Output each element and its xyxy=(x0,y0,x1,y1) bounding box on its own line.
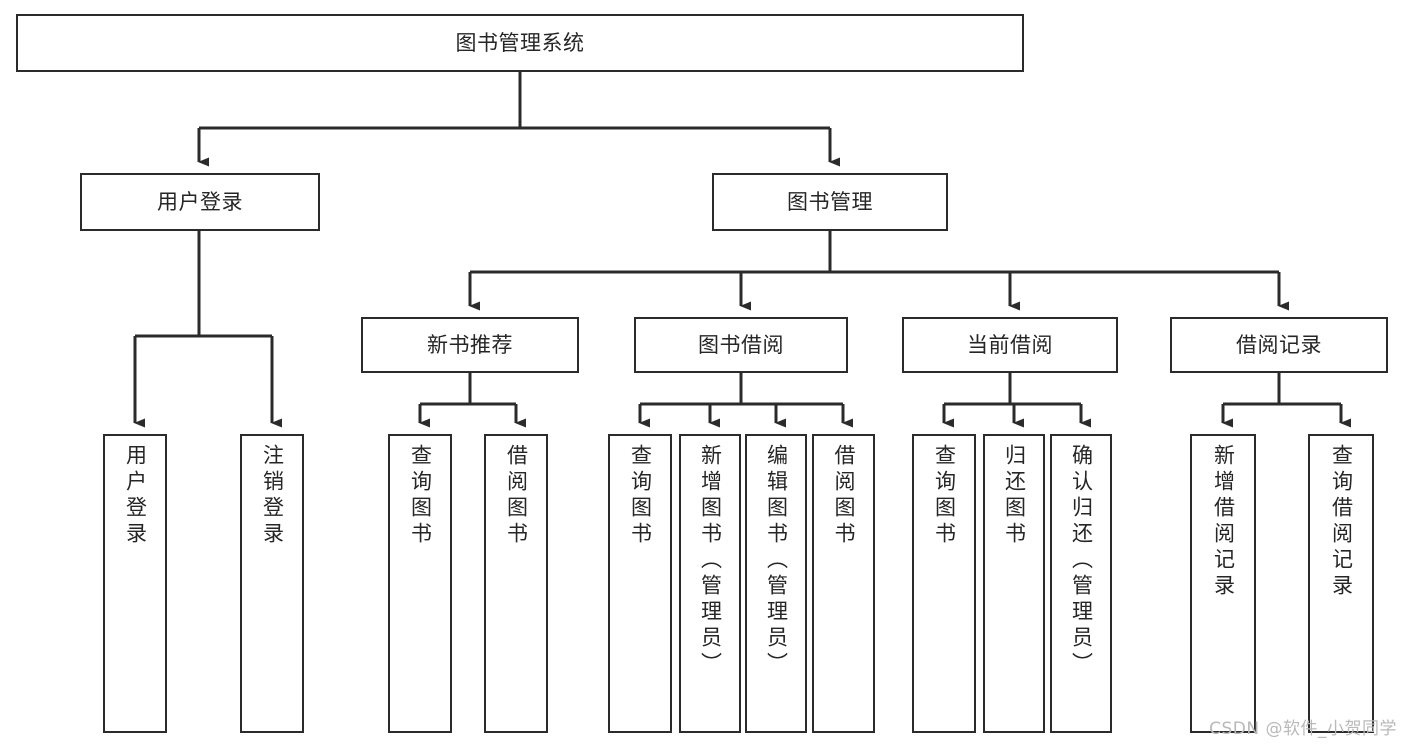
node-leaf-current-query-book[interactable]: 查询图书 xyxy=(912,434,976,733)
node-root-label: 图书管理系统 xyxy=(455,30,585,55)
node-leaf-borrow-query-book[interactable]: 查询图书 xyxy=(608,434,672,733)
node-current-borrow-label: 当前借阅 xyxy=(967,332,1053,357)
node-leaf-user-logout-label: 注销登录 xyxy=(260,444,285,548)
node-leaf-record-add-record-label: 新增借阅记录 xyxy=(1211,444,1236,600)
node-user-login-label: 用户登录 xyxy=(157,189,243,214)
node-leaf-record-add-record[interactable]: 新增借阅记录 xyxy=(1190,434,1256,733)
node-leaf-current-return-book-label: 归还图书 xyxy=(1002,444,1027,548)
node-borrow-record[interactable]: 借阅记录 xyxy=(1170,317,1388,373)
node-leaf-current-query-book-label: 查询图书 xyxy=(932,444,957,548)
node-leaf-user-login[interactable]: 用户登录 xyxy=(103,434,167,733)
node-leaf-record-query-record-label: 查询借阅记录 xyxy=(1329,444,1354,600)
node-user-login[interactable]: 用户登录 xyxy=(80,173,320,231)
node-leaf-user-logout[interactable]: 注销登录 xyxy=(240,434,304,733)
node-leaf-current-return-book[interactable]: 归还图书 xyxy=(983,434,1045,733)
node-book-manage-label: 图书管理 xyxy=(787,189,873,214)
node-book-borrow-label: 图书借阅 xyxy=(698,332,784,357)
node-leaf-current-confirm-return[interactable]: 确认归还（管理员） xyxy=(1050,434,1112,733)
node-book-manage[interactable]: 图书管理 xyxy=(712,173,948,231)
node-leaf-borrow-add-book-label: 新增图书（管理员） xyxy=(698,444,723,678)
node-borrow-record-label: 借阅记录 xyxy=(1236,332,1322,357)
node-root[interactable]: 图书管理系统 xyxy=(16,14,1024,72)
node-leaf-recommend-borrow-book[interactable]: 借阅图书 xyxy=(484,434,548,733)
node-leaf-borrow-borrow-book[interactable]: 借阅图书 xyxy=(812,434,875,733)
node-book-borrow[interactable]: 图书借阅 xyxy=(634,317,848,373)
node-leaf-borrow-edit-book[interactable]: 编辑图书（管理员） xyxy=(745,434,807,733)
node-leaf-recommend-borrow-book-label: 借阅图书 xyxy=(504,444,529,548)
node-leaf-current-confirm-return-label: 确认归还（管理员） xyxy=(1069,444,1094,678)
node-leaf-user-login-label: 用户登录 xyxy=(123,444,148,548)
node-current-borrow[interactable]: 当前借阅 xyxy=(902,317,1118,373)
node-leaf-borrow-query-book-label: 查询图书 xyxy=(628,444,653,548)
node-leaf-borrow-edit-book-label: 编辑图书（管理员） xyxy=(764,444,789,678)
node-new-book-recommend-label: 新书推荐 xyxy=(427,332,513,357)
csdn-watermark: CSDN @软件_小贺同学 xyxy=(1209,719,1397,739)
node-leaf-record-query-record[interactable]: 查询借阅记录 xyxy=(1308,434,1374,733)
node-leaf-recommend-query-book[interactable]: 查询图书 xyxy=(388,434,452,733)
node-leaf-borrow-borrow-book-label: 借阅图书 xyxy=(832,444,856,548)
node-leaf-borrow-add-book[interactable]: 新增图书（管理员） xyxy=(679,434,741,733)
node-new-book-recommend[interactable]: 新书推荐 xyxy=(361,317,579,373)
node-leaf-recommend-query-book-label: 查询图书 xyxy=(408,444,433,548)
